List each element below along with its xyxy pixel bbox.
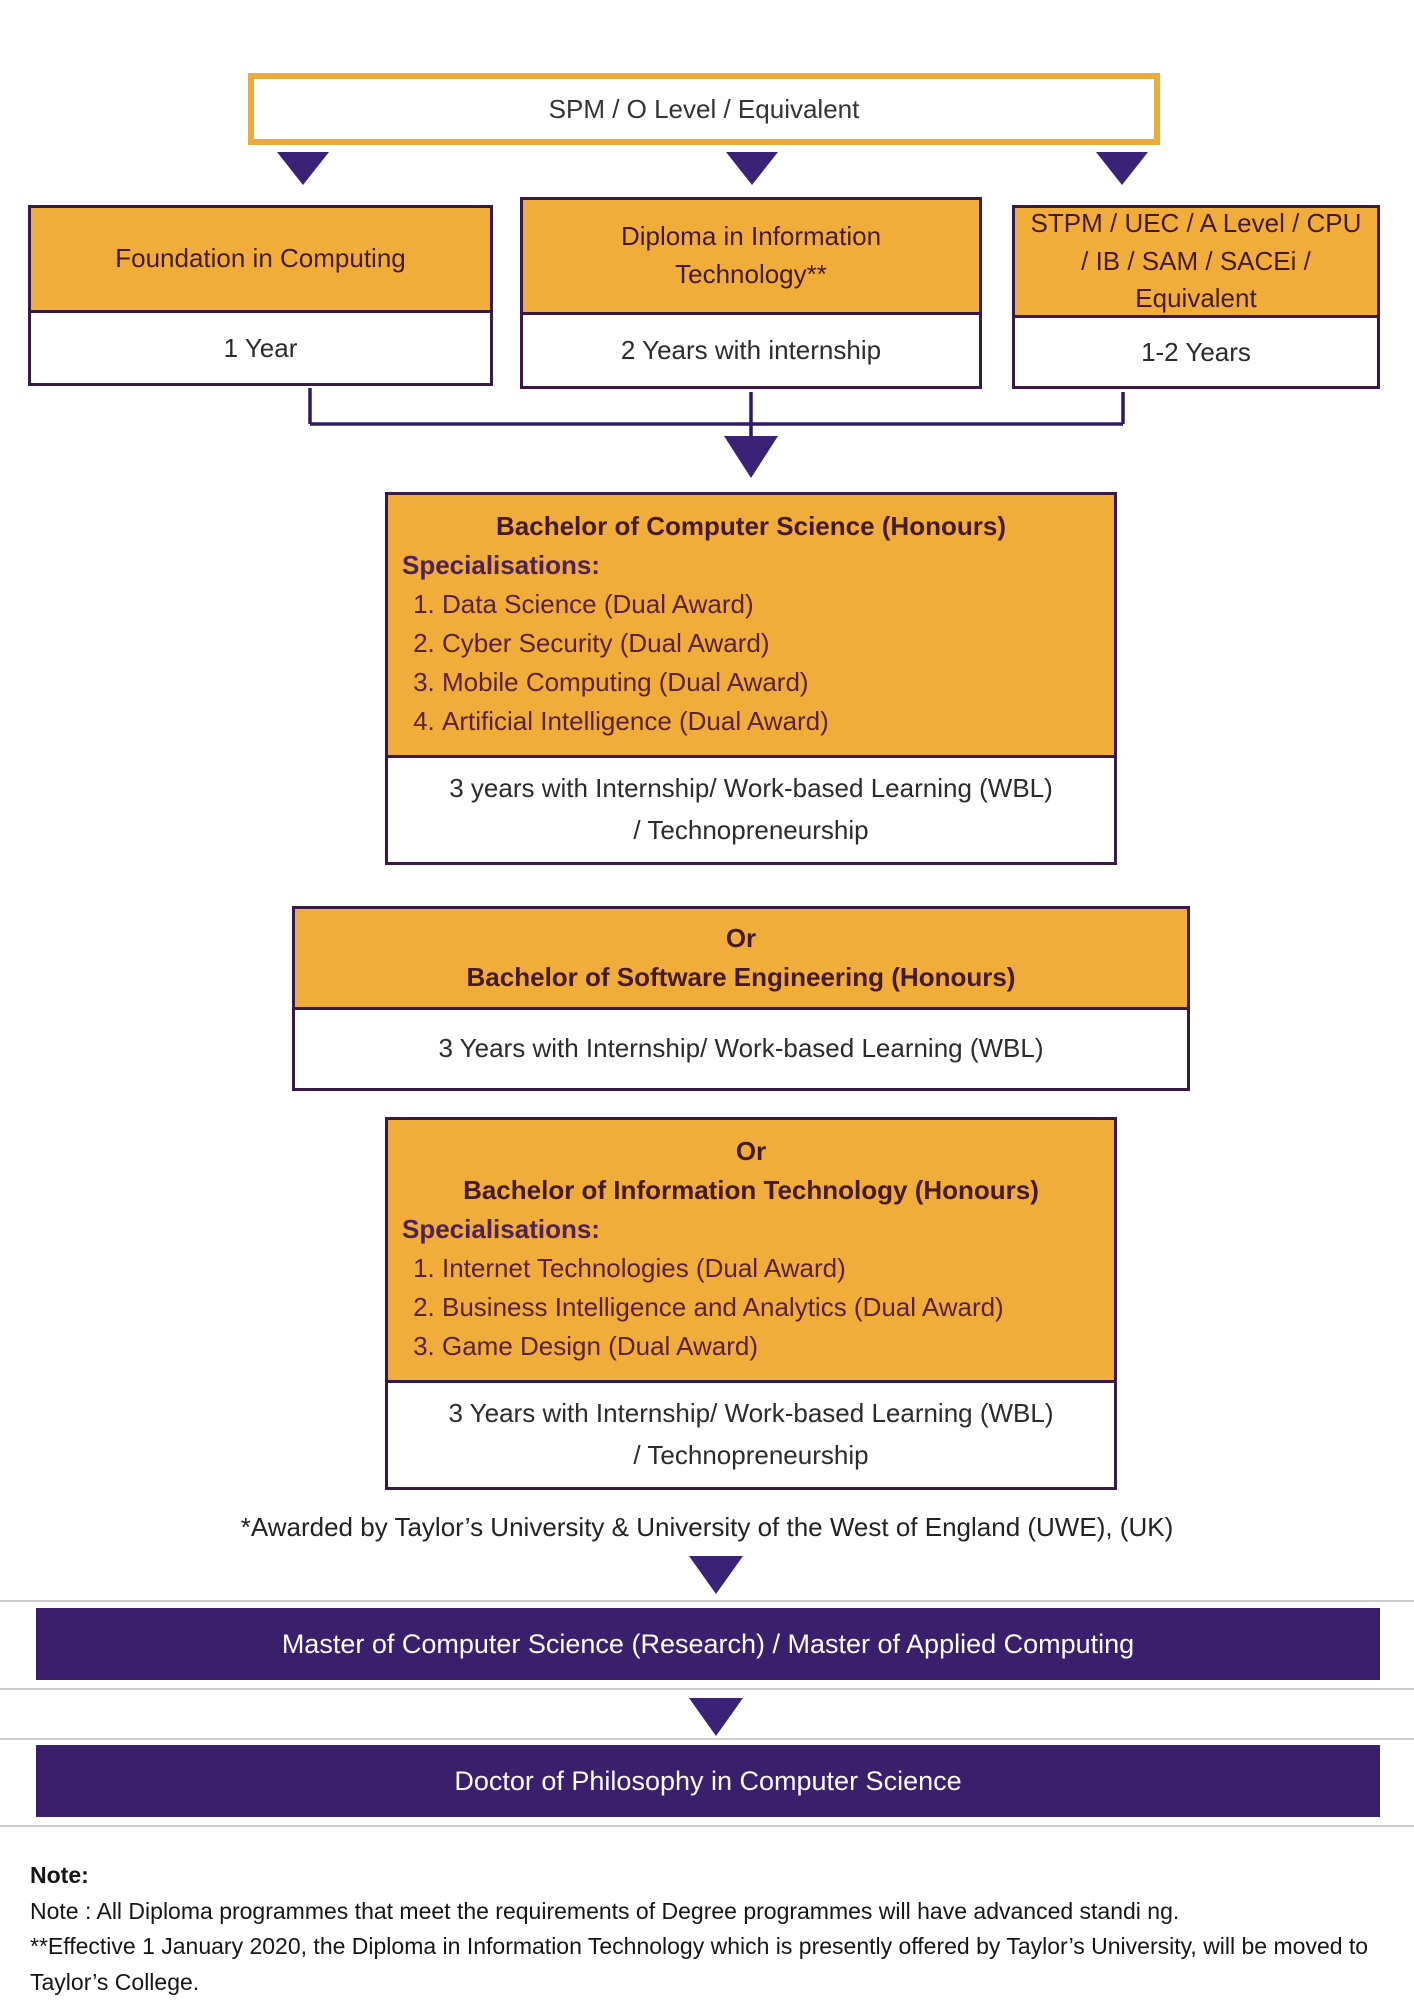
specialisation-item: Internet Technologies (Dual Award) [442, 1249, 1100, 1288]
degree-information-technology-box: Or Bachelor of Information Technology (H… [385, 1117, 1117, 1490]
down-arrow-icon [726, 152, 778, 185]
pathway-duration: 1 Year [28, 310, 493, 386]
specialisation-item: Cyber Security (Dual Award) [442, 624, 1100, 663]
pathway-stpm-box: STPM / UEC / A Level / CPU / IB / SAM / … [1012, 205, 1380, 389]
connector-lines [308, 388, 1125, 478]
degree-computer-science-box: Bachelor of Computer Science (Honours) S… [385, 492, 1117, 865]
pathway-title: Diploma in Information Technology** [520, 197, 982, 315]
or-label: Or [725, 923, 757, 953]
specialisations-label: Specialisations: [402, 1214, 600, 1244]
specialisation-item: Business Intelligence and Analytics (Dua… [442, 1288, 1100, 1327]
divider-line [0, 1688, 1414, 1690]
notes-line: Note : All Diploma programmes that meet … [30, 1897, 1180, 1924]
degree-header: Bachelor of Computer Science (Honours) S… [385, 492, 1117, 758]
degree-duration: 3 years with Internship/ Work-based Lear… [385, 755, 1117, 865]
degree-duration: 3 Years with Internship/ Work-based Lear… [385, 1380, 1117, 1490]
divider-line [0, 1738, 1414, 1740]
entry-qualification-label: SPM / O Level / Equivalent [548, 93, 860, 124]
phd-label: Doctor of Philosophy in Computer Science [454, 1765, 962, 1796]
pathway-diploma-box: Diploma in Information Technology** 2 Ye… [520, 197, 982, 389]
specialisations-list: Internet Technologies (Dual Award) Busin… [416, 1249, 1100, 1366]
specialisation-item: Game Design (Dual Award) [442, 1327, 1100, 1366]
pathway-title: STPM / UEC / A Level / CPU / IB / SAM / … [1012, 205, 1380, 318]
entry-qualification-box: SPM / O Level / Equivalent [248, 73, 1160, 145]
divider-line [0, 1600, 1414, 1602]
degree-title: Bachelor of Software Engineering (Honour… [466, 962, 1016, 992]
degree-duration: 3 Years with Internship/ Work-based Lear… [292, 1007, 1190, 1091]
masters-label: Master of Computer Science (Research) / … [281, 1628, 1135, 1659]
masters-bar: Master of Computer Science (Research) / … [36, 1608, 1380, 1680]
specialisation-item: Data Science (Dual Award) [442, 585, 1100, 624]
down-arrow-icon [1096, 152, 1148, 185]
pathway-title: Foundation in Computing [28, 205, 493, 313]
degree-software-engineering-box: Or Bachelor of Software Engineering (Hon… [292, 906, 1190, 1091]
pathway-foundation-box: Foundation in Computing 1 Year [28, 205, 493, 386]
notes-section: Note: Note : All Diploma programmes that… [30, 1858, 1394, 2000]
degree-header: Or Bachelor of Information Technology (H… [385, 1117, 1117, 1383]
specialisations-list: Data Science (Dual Award) Cyber Security… [416, 585, 1100, 741]
specialisation-item: Artificial Intelligence (Dual Award) [442, 702, 1100, 741]
down-arrow-icon [277, 152, 329, 185]
down-arrow-icon [689, 1556, 743, 1594]
degree-title: Bachelor of Computer Science (Honours) [496, 511, 1006, 541]
phd-bar: Doctor of Philosophy in Computer Science [36, 1745, 1380, 1817]
degree-header: Or Bachelor of Software Engineering (Hon… [292, 906, 1190, 1010]
notes-heading: Note: [30, 1862, 89, 1888]
degree-title: Bachelor of Information Technology (Hono… [463, 1175, 1039, 1205]
pathway-duration: 2 Years with internship [520, 312, 982, 389]
specialisations-label: Specialisations: [402, 550, 600, 580]
down-arrow-icon [689, 1698, 743, 1736]
award-footnote: *Awarded by Taylor’s University & Univer… [240, 1512, 1174, 1542]
pathway-duration: 1-2 Years [1012, 315, 1380, 389]
or-label: Or [735, 1136, 767, 1166]
notes-line: **Effective 1 January 2020, the Diploma … [30, 1933, 1369, 1995]
divider-line [0, 1825, 1414, 1827]
specialisation-item: Mobile Computing (Dual Award) [442, 663, 1100, 702]
